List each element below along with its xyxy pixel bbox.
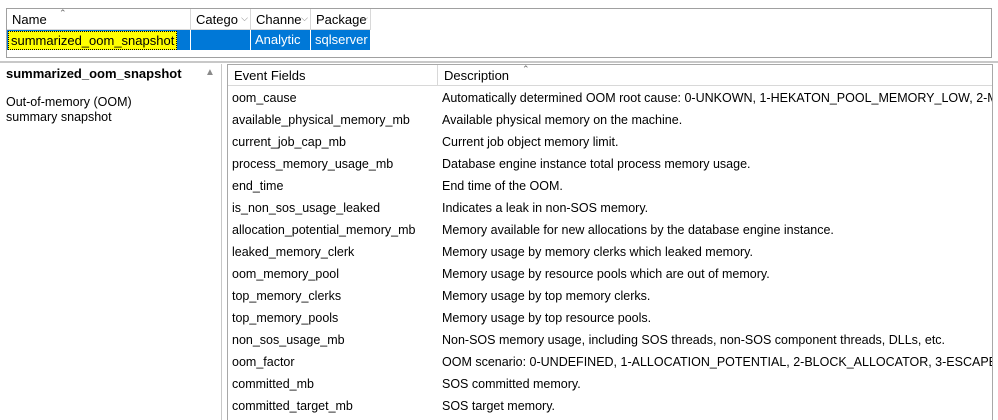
field-description: Current job object memory limit. bbox=[442, 135, 619, 149]
field-description: Automatically determined OOM root cause:… bbox=[442, 91, 992, 105]
column-header-event-fields[interactable]: Event Fields bbox=[228, 65, 438, 85]
field-name: top_memory_pools bbox=[232, 311, 339, 325]
table-row[interactable]: summarized_oom_snapshot Analytic sqlserv… bbox=[7, 30, 371, 50]
table-row[interactable]: committed_target_mb SOS target memory. bbox=[228, 395, 992, 417]
table-row[interactable]: process_memory_usage_mb Database engine … bbox=[228, 153, 992, 175]
field-description: Memory usage by top resource pools. bbox=[442, 311, 652, 325]
field-name: oom_factor bbox=[232, 355, 295, 369]
field-description: Memory available for new allocations by … bbox=[442, 223, 834, 237]
column-header-event-fields-label: Event Fields bbox=[234, 68, 306, 83]
splitter[interactable] bbox=[0, 61, 998, 63]
event-fields-header: Event Fields Description ⌃ bbox=[228, 65, 992, 86]
table-row[interactable]: top_memory_clerks Memory usage by top me… bbox=[228, 285, 992, 307]
field-name: non_sos_usage_mb bbox=[232, 333, 345, 347]
field-description: End time of the OOM. bbox=[442, 179, 563, 193]
column-dropdown-icon[interactable]: ⌵ bbox=[301, 13, 308, 23]
event-details-title: summarized_oom_snapshot bbox=[6, 66, 182, 81]
field-name: committed_mb bbox=[232, 377, 314, 391]
field-description: Database engine instance total process m… bbox=[442, 157, 751, 171]
event-list-header: Name Catego ⌵ Channe ⌵ Package ⌵ bbox=[7, 9, 371, 30]
table-row[interactable]: oom_factor OOM scenario: 0-UNDEFINED, 1-… bbox=[228, 351, 992, 373]
column-dropdown-icon[interactable]: ⌵ bbox=[241, 13, 248, 23]
row-name-value: summarized_oom_snapshot bbox=[8, 31, 178, 50]
field-description: Memory usage by top memory clerks. bbox=[442, 289, 651, 303]
table-row[interactable]: leaked_memory_clerk Memory usage by memo… bbox=[228, 241, 992, 263]
field-name: process_memory_usage_mb bbox=[232, 157, 394, 171]
field-name: current_job_cap_mb bbox=[232, 135, 346, 149]
column-header-category[interactable]: Catego ⌵ bbox=[191, 9, 251, 30]
column-dropdown-icon[interactable]: ⌵ bbox=[361, 13, 368, 23]
column-header-channel-label: Channe bbox=[256, 12, 302, 27]
row-channel-cell[interactable]: Analytic bbox=[251, 30, 311, 50]
table-row[interactable]: allocation_potential_memory_mb Memory av… bbox=[228, 219, 992, 241]
field-name: leaked_memory_clerk bbox=[232, 245, 355, 259]
table-row[interactable]: oom_memory_pool Memory usage by resource… bbox=[228, 263, 992, 285]
event-list-grid: Name Catego ⌵ Channe ⌵ Package ⌵ ⌃ summa… bbox=[6, 8, 992, 58]
field-name: allocation_potential_memory_mb bbox=[232, 223, 416, 237]
event-fields-grid: Event Fields Description ⌃ oom_cause Aut… bbox=[227, 64, 993, 420]
column-header-name-label: Name bbox=[12, 12, 47, 27]
field-description: Non-SOS memory usage, including SOS thre… bbox=[442, 333, 946, 347]
field-name: oom_memory_pool bbox=[232, 267, 339, 281]
field-name: top_memory_clerks bbox=[232, 289, 342, 303]
column-header-category-label: Catego bbox=[196, 12, 238, 27]
column-header-package-label: Package bbox=[316, 12, 367, 27]
field-name: committed_target_mb bbox=[232, 399, 353, 413]
column-header-channel[interactable]: Channe ⌵ bbox=[251, 9, 311, 30]
scroll-up-icon[interactable]: ▲ bbox=[205, 67, 215, 78]
field-description: SOS committed memory. bbox=[442, 377, 581, 391]
field-description: SOS target memory. bbox=[442, 399, 555, 413]
field-description: Indicates a leak in non-SOS memory. bbox=[442, 201, 649, 215]
field-description: OOM scenario: 0-UNDEFINED, 1-ALLOCATION_… bbox=[442, 355, 992, 369]
field-description: Memory usage by resource pools which are… bbox=[442, 267, 770, 281]
field-description: Memory usage by memory clerks which leak… bbox=[442, 245, 753, 259]
field-description: Available physical memory on the machine… bbox=[442, 113, 683, 127]
column-header-package[interactable]: Package ⌵ bbox=[311, 9, 371, 30]
table-row[interactable]: oom_cause Automatically determined OOM r… bbox=[228, 87, 992, 109]
table-row[interactable]: is_non_sos_usage_leaked Indicates a leak… bbox=[228, 197, 992, 219]
row-name-cell[interactable]: summarized_oom_snapshot bbox=[7, 30, 191, 50]
table-row[interactable]: non_sos_usage_mb Non-SOS memory usage, i… bbox=[228, 329, 992, 351]
column-header-description[interactable]: Description ⌃ bbox=[438, 65, 992, 85]
field-name: end_time bbox=[232, 179, 284, 193]
event-details-pane: summarized_oom_snapshot Out-of-memory (O… bbox=[6, 64, 222, 420]
field-name: oom_cause bbox=[232, 91, 297, 105]
row-category-cell[interactable] bbox=[191, 30, 251, 50]
table-row[interactable]: available_physical_memory_mb Available p… bbox=[228, 109, 992, 131]
column-header-name[interactable]: Name bbox=[7, 9, 191, 30]
table-row[interactable]: top_memory_pools Memory usage by top res… bbox=[228, 307, 992, 329]
row-package-cell[interactable]: sqlserver bbox=[311, 30, 371, 50]
table-row[interactable]: committed_mb SOS committed memory. bbox=[228, 373, 992, 395]
field-name: is_non_sos_usage_leaked bbox=[232, 201, 381, 215]
column-header-description-label: Description bbox=[444, 68, 510, 83]
event-details-description: Out-of-memory (OOM) summary snapshot bbox=[6, 95, 132, 124]
sort-ascending-icon: ⌃ bbox=[59, 8, 67, 18]
table-row[interactable]: end_time End time of the OOM. bbox=[228, 175, 992, 197]
sort-ascending-icon: ⌃ bbox=[522, 64, 530, 74]
field-name: available_physical_memory_mb bbox=[232, 113, 410, 127]
table-row[interactable]: current_job_cap_mb Current job object me… bbox=[228, 131, 992, 153]
